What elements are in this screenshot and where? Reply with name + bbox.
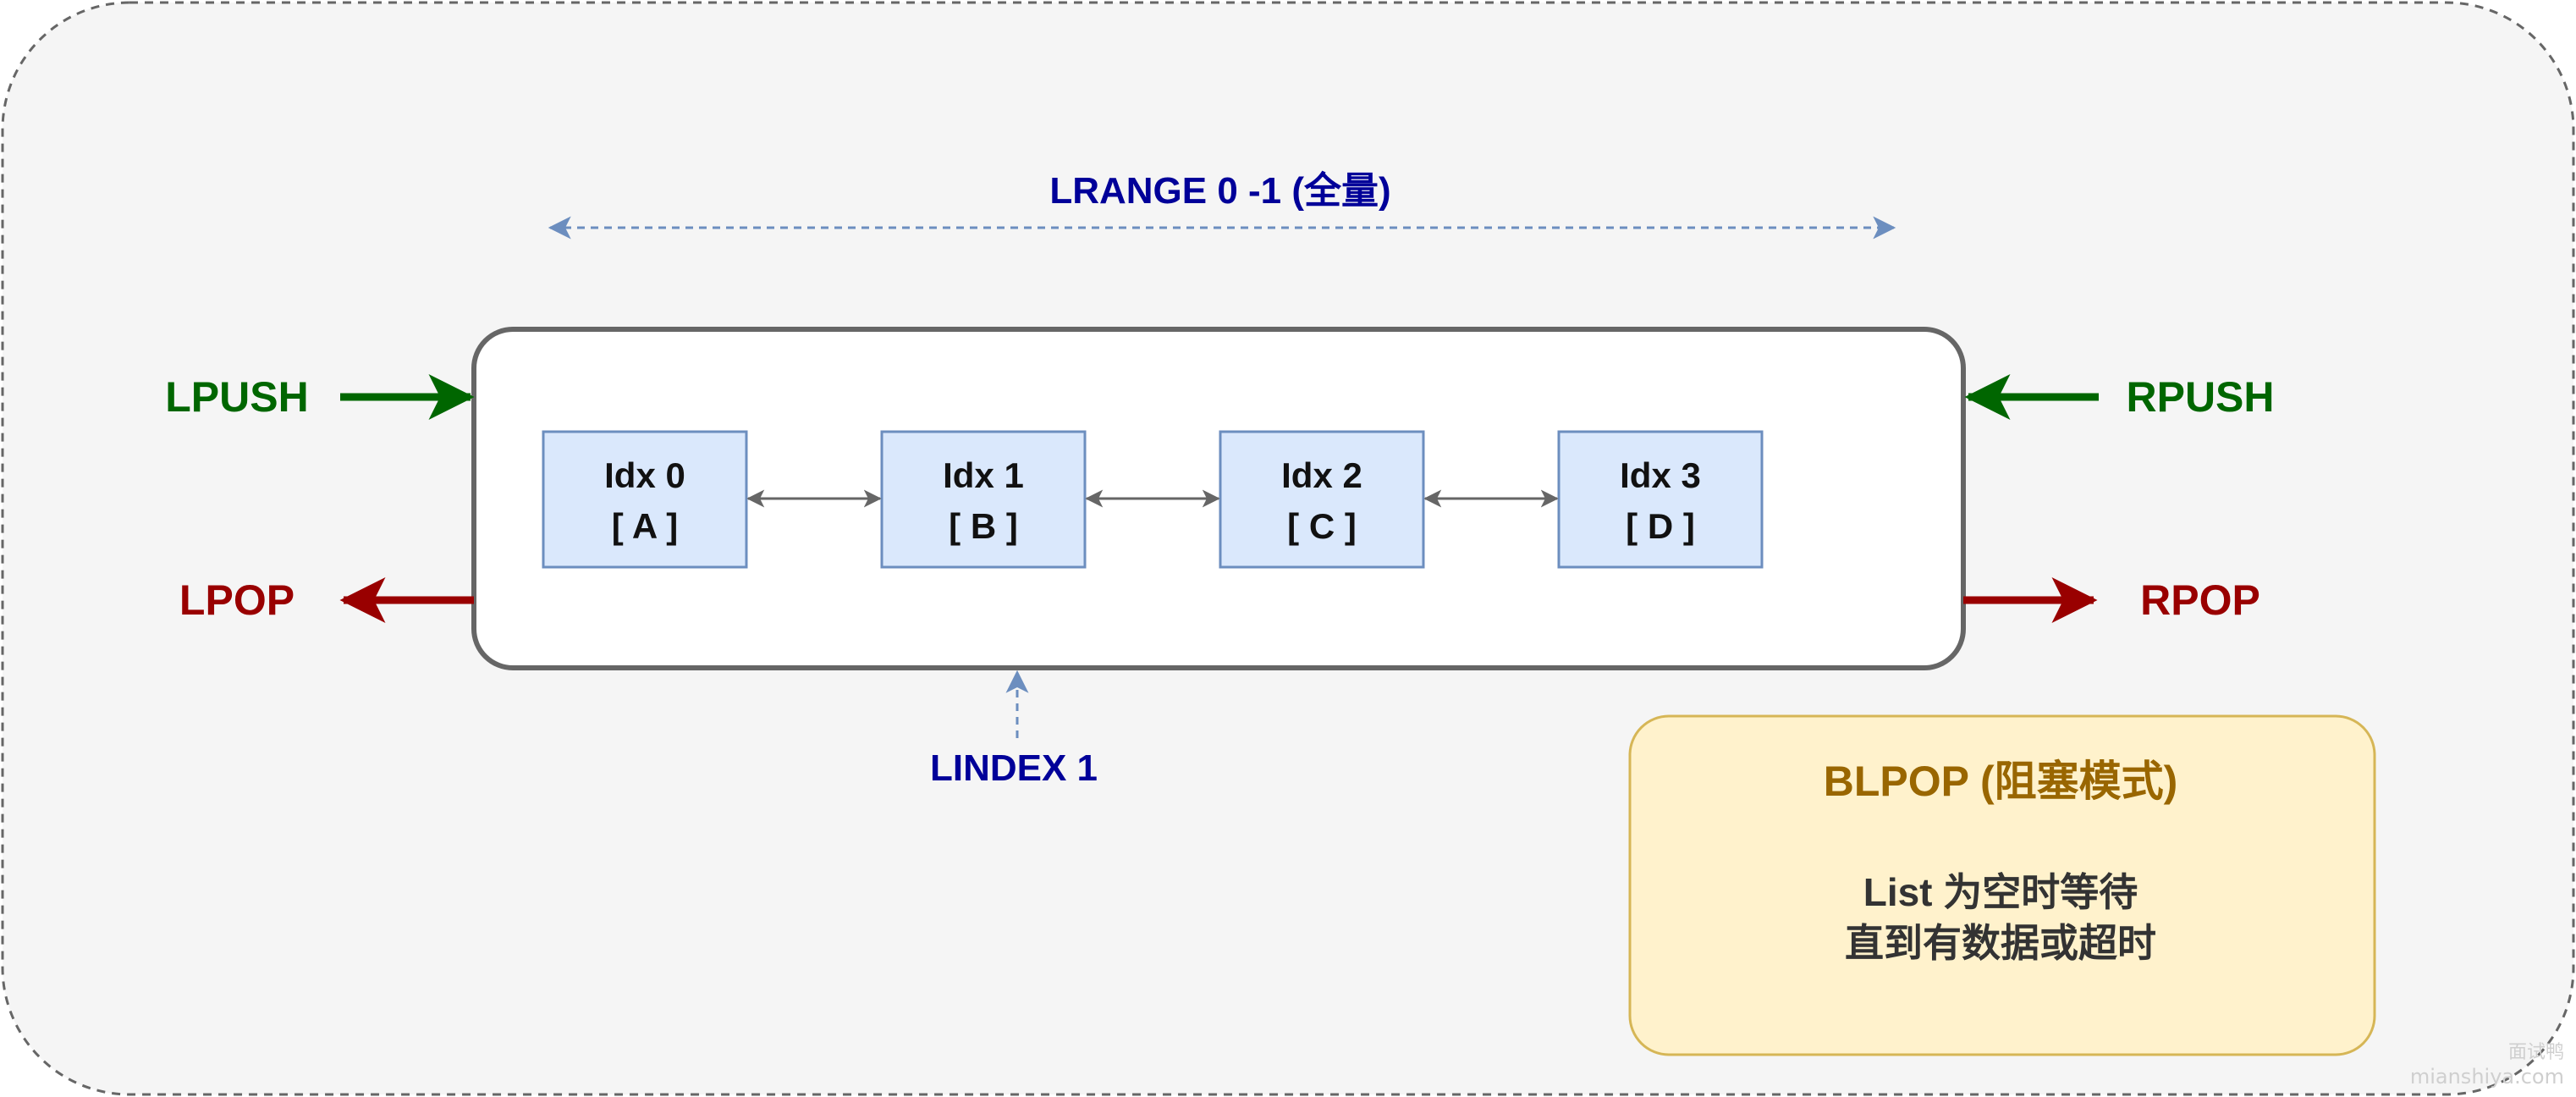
lrange-label: LRANGE 0 -1 (全量) (1049, 169, 1390, 212)
node-box (1557, 430, 1764, 569)
blpop-note (1628, 714, 2376, 1056)
blpop-title: BLPOP (阻塞模式) (1824, 758, 2178, 805)
node-box (1219, 430, 1425, 569)
list-node: Idx 1 [ B ] (880, 430, 1087, 569)
lpush-label: LPUSH (165, 373, 308, 421)
rpop-label: RPOP (2140, 576, 2260, 624)
node-index: Idx 1 (943, 455, 1024, 495)
list-node: Idx 2 [ C ] (1219, 430, 1425, 569)
node-value: [ B ] (949, 506, 1018, 546)
lpop-label: LPOP (179, 576, 294, 624)
node-value: [ D ] (1626, 506, 1695, 546)
blpop-line-1: List 为空时等待 (1863, 870, 2138, 914)
watermark-line-2: mianshiya.com (2410, 1065, 2564, 1089)
lindex-label: LINDEX 1 (930, 747, 1098, 789)
list-node: Idx 0 [ A ] (542, 430, 748, 569)
blpop-line-2: 直到有数据或超时 (1845, 921, 2156, 965)
list-node: Idx 3 [ D ] (1557, 430, 1764, 569)
node-index: Idx 0 (604, 455, 685, 495)
node-box (880, 430, 1087, 569)
node-box (542, 430, 748, 569)
node-index: Idx 3 (1620, 455, 1701, 495)
node-value: [ C ] (1287, 506, 1357, 546)
node-value: [ A ] (612, 506, 679, 546)
watermark-line-1: 面试鸭 (2508, 1042, 2564, 1063)
rpush-label: RPUSH (2126, 373, 2274, 421)
node-index: Idx 2 (1281, 455, 1362, 495)
